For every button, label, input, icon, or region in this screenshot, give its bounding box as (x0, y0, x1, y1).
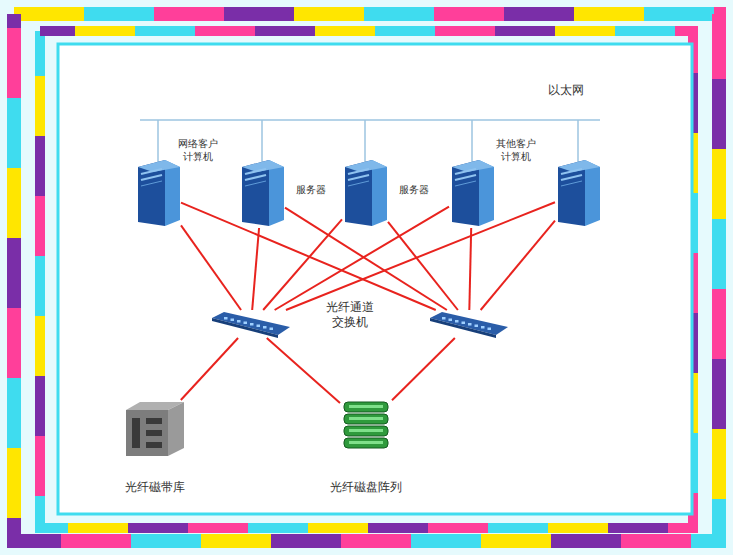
tape-library-icon (124, 400, 186, 456)
color-stripes (14, 14, 719, 541)
switch-node: 光纤通道 交换机 (210, 310, 292, 338)
server-node: 其他客户 计算机 (449, 158, 495, 228)
frame-stripe (14, 14, 719, 541)
server-icon (342, 158, 388, 228)
server-icon (135, 158, 181, 228)
frame-stripe (40, 31, 693, 528)
node-label: 服务器 (394, 184, 434, 197)
server-node (555, 158, 601, 228)
server-icon (555, 158, 601, 228)
frame-stripe (14, 14, 719, 541)
node-label: 光纤磁带库 (95, 480, 215, 495)
node-label: 光纤磁盘阵列 (306, 480, 426, 495)
frame-stripe (40, 31, 693, 528)
fibre-link (469, 228, 471, 310)
server-icon (239, 158, 285, 228)
fibre-link (181, 225, 241, 310)
server-node: 网络客户 计算机 (135, 158, 181, 228)
frame-stripe (14, 14, 719, 541)
fibre-link (181, 338, 238, 400)
switch-icon (428, 310, 510, 338)
fibre-link (267, 338, 340, 403)
node-label: 其他客户 计算机 (493, 138, 539, 163)
server-node: 服务器 (342, 158, 388, 228)
fibre-link (263, 219, 342, 310)
server-icon (449, 158, 495, 228)
white-panel (58, 44, 692, 514)
fibre-link (252, 228, 259, 310)
switch-icon (210, 310, 292, 338)
frame-stripe (40, 31, 693, 528)
fibre-link (181, 203, 436, 310)
fibre-link (481, 221, 555, 310)
tape-library-node: 光纤磁带库 (124, 400, 186, 456)
disk-array-node: 光纤磁盘阵列 (340, 396, 392, 456)
frame-stripe (40, 31, 693, 528)
fibre-link (392, 338, 455, 400)
node-label: 网络客户 计算机 (175, 138, 221, 163)
frame-stripe (14, 14, 719, 541)
switch-node (428, 310, 510, 338)
node-label: 服务器 (291, 184, 331, 197)
network-label: 以太网 (548, 82, 584, 99)
fibre-link (286, 202, 555, 310)
server-node: 服务器 (239, 158, 285, 228)
disk-array-icon (340, 396, 392, 456)
node-label: 光纤通道 交换机 (322, 300, 377, 330)
ethernet-bus (140, 120, 600, 162)
